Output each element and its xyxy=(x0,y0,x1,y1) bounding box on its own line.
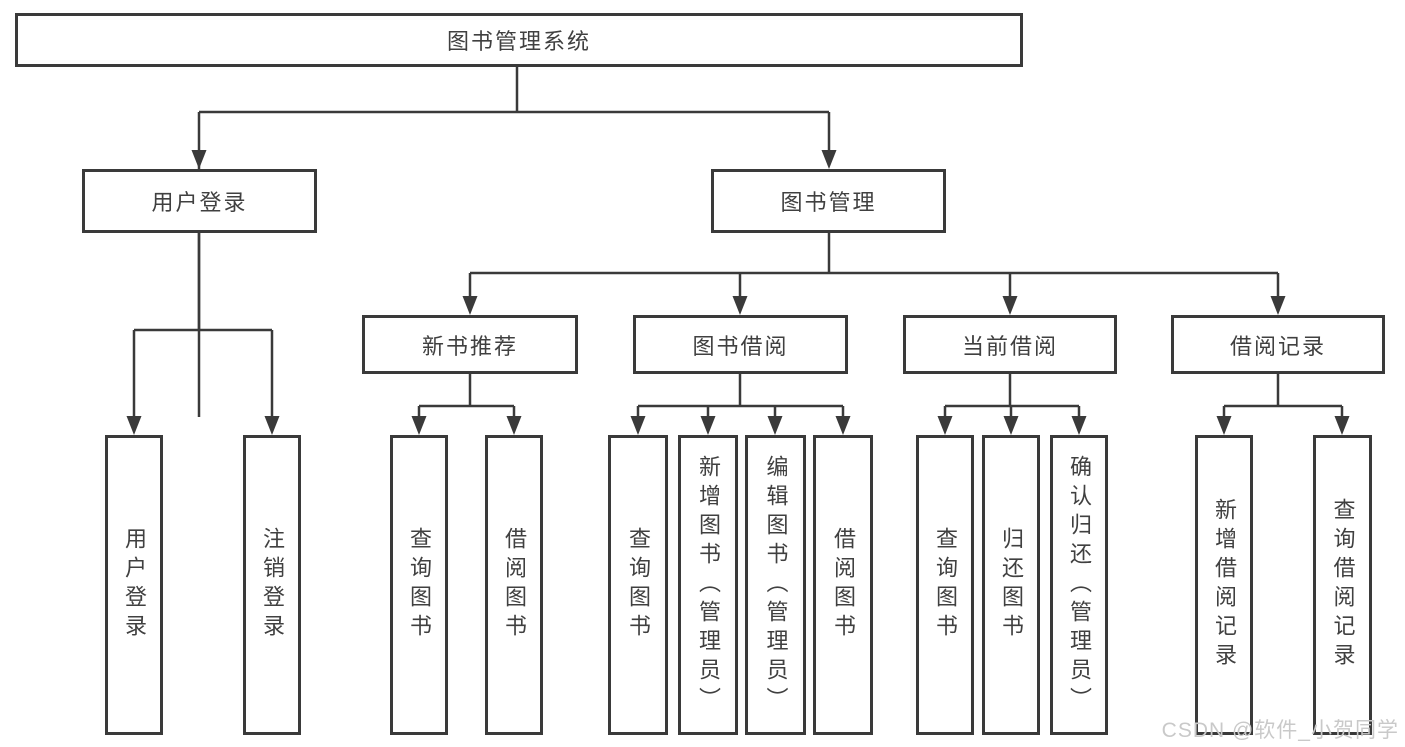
connector-new-book-rec-children xyxy=(411,374,522,435)
node-user-login: 用户登录 xyxy=(82,169,317,233)
node-current-borrowing: 当前借阅 xyxy=(903,315,1117,374)
leaf-query-borrow-record: 查询借阅记录 xyxy=(1313,435,1372,735)
node-label: 借阅记录 xyxy=(1229,333,1326,359)
leaf-label: 查询借阅记录 xyxy=(1330,498,1356,672)
node-label: 当前借阅 xyxy=(961,333,1058,359)
leaf-query-books-recommend: 查询图书 xyxy=(390,435,448,735)
leaf-label: 注销登录 xyxy=(260,527,285,643)
leaf-label: 确认归还（管理员） xyxy=(1067,454,1092,716)
csdn-watermark: CSDN @软件_小贺同学 xyxy=(1161,719,1399,742)
leaf-label: 查询图书 xyxy=(407,527,432,643)
leaf-label: 归还图书 xyxy=(999,527,1024,643)
leaf-return-books: 归还图书 xyxy=(982,435,1040,735)
node-new-book-recommend: 新书推荐 xyxy=(362,315,578,374)
leaf-label: 查询图书 xyxy=(626,527,651,643)
connector-root-to-level2 xyxy=(191,66,837,417)
leaf-query-books-borrowing: 查询图书 xyxy=(608,435,668,735)
leaf-borrow-books-borrowing: 借阅图书 xyxy=(813,435,873,735)
node-book-borrowing: 图书借阅 xyxy=(633,315,848,374)
leaf-label: 查询图书 xyxy=(933,527,958,643)
node-label: 图书管理 xyxy=(780,190,877,215)
node-book-management: 图书管理 xyxy=(711,169,946,233)
leaf-label: 新增借阅记录 xyxy=(1212,498,1237,672)
node-label: 图书借阅 xyxy=(692,333,789,359)
leaf-add-borrow-record: 新增借阅记录 xyxy=(1195,435,1253,735)
leaf-label: 借阅图书 xyxy=(831,527,856,643)
leaf-label: 用户登录 xyxy=(122,527,147,643)
connector-current-borrow-children xyxy=(937,374,1087,435)
leaf-label: 编辑图书（管理员） xyxy=(763,454,789,716)
node-system-root: 图书管理系统 xyxy=(15,13,1023,67)
node-borrowing-records: 借阅记录 xyxy=(1171,315,1385,374)
leaf-label: 新增图书（管理员） xyxy=(696,454,721,716)
connector-book-mgmt-children xyxy=(462,233,1286,315)
leaf-confirm-return-admin: 确认归还（管理员） xyxy=(1050,435,1108,735)
connector-borrow-records-children xyxy=(1216,374,1350,435)
leaf-user-login: 用户登录 xyxy=(105,435,163,735)
leaf-add-books-admin: 新增图书（管理员） xyxy=(678,435,738,735)
node-label: 图书管理系统 xyxy=(446,29,591,54)
leaf-logout: 注销登录 xyxy=(243,435,301,735)
connector-user-login-children xyxy=(126,233,280,435)
leaf-label: 借阅图书 xyxy=(502,527,527,643)
connector-book-borrow-children xyxy=(630,374,851,435)
leaf-edit-books-admin: 编辑图书（管理员） xyxy=(745,435,806,735)
leaf-borrow-books-recommend: 借阅图书 xyxy=(485,435,543,735)
node-label: 新书推荐 xyxy=(421,333,518,359)
node-label: 用户登录 xyxy=(151,190,248,215)
leaf-query-books-current: 查询图书 xyxy=(916,435,974,735)
